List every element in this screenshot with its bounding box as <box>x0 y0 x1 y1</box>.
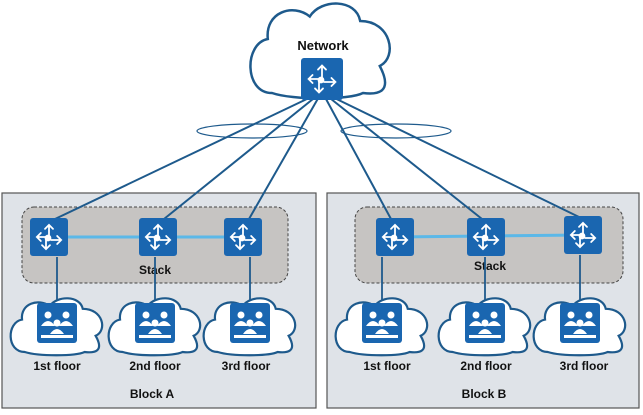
link-aggregation-ellipse <box>196 123 308 139</box>
user-group-icon <box>230 303 270 343</box>
uplink <box>332 96 580 218</box>
floor-label: 2nd floor <box>460 359 512 373</box>
access-switch router-arrows-icon <box>467 218 505 256</box>
link-aggregation-ellipse <box>340 123 452 139</box>
uplink <box>327 96 483 220</box>
arrows <box>229 223 257 251</box>
network-cloud <box>249 2 391 100</box>
arrows <box>35 223 63 251</box>
user-group-icon <box>465 303 505 343</box>
network-label: Network <box>297 38 349 53</box>
stack-label: Stack <box>474 259 506 273</box>
block-label: Block B <box>462 387 507 401</box>
access-switch router-arrows-icon <box>564 216 602 254</box>
access-switch router-arrows-icon <box>139 218 177 256</box>
floor-cloud <box>532 297 627 357</box>
access-switch router-arrows-icon <box>224 218 262 256</box>
floor-cloud <box>202 297 297 357</box>
access-switch router-arrows-icon <box>376 218 414 256</box>
user-group-icon <box>37 303 77 343</box>
floor-label: 1st floor <box>363 359 411 373</box>
user-group-icon <box>135 303 175 343</box>
floor-label: 2nd floor <box>129 359 181 373</box>
core-switch router-arrows-icon <box>301 58 343 100</box>
arrows <box>144 223 172 251</box>
uplink <box>54 96 312 220</box>
uplink <box>163 96 317 220</box>
arrows <box>472 223 500 251</box>
floor-label: 1st floor <box>33 359 81 373</box>
user-group-icon <box>560 303 600 343</box>
floor-cloud <box>107 297 202 357</box>
uplink <box>248 96 320 220</box>
floor-cloud <box>9 297 104 357</box>
arrows <box>569 221 597 249</box>
floor-cloud <box>334 297 429 357</box>
arrows <box>307 64 337 94</box>
arrows <box>381 223 409 251</box>
floor-label: 3rd floor <box>560 359 609 373</box>
floor-label: 3rd floor <box>222 359 271 373</box>
uplink <box>324 96 392 220</box>
access-switch router-arrows-icon <box>30 218 68 256</box>
floor-cloud <box>437 297 532 357</box>
block-label: Block A <box>130 387 175 401</box>
user-group-icon <box>362 303 402 343</box>
